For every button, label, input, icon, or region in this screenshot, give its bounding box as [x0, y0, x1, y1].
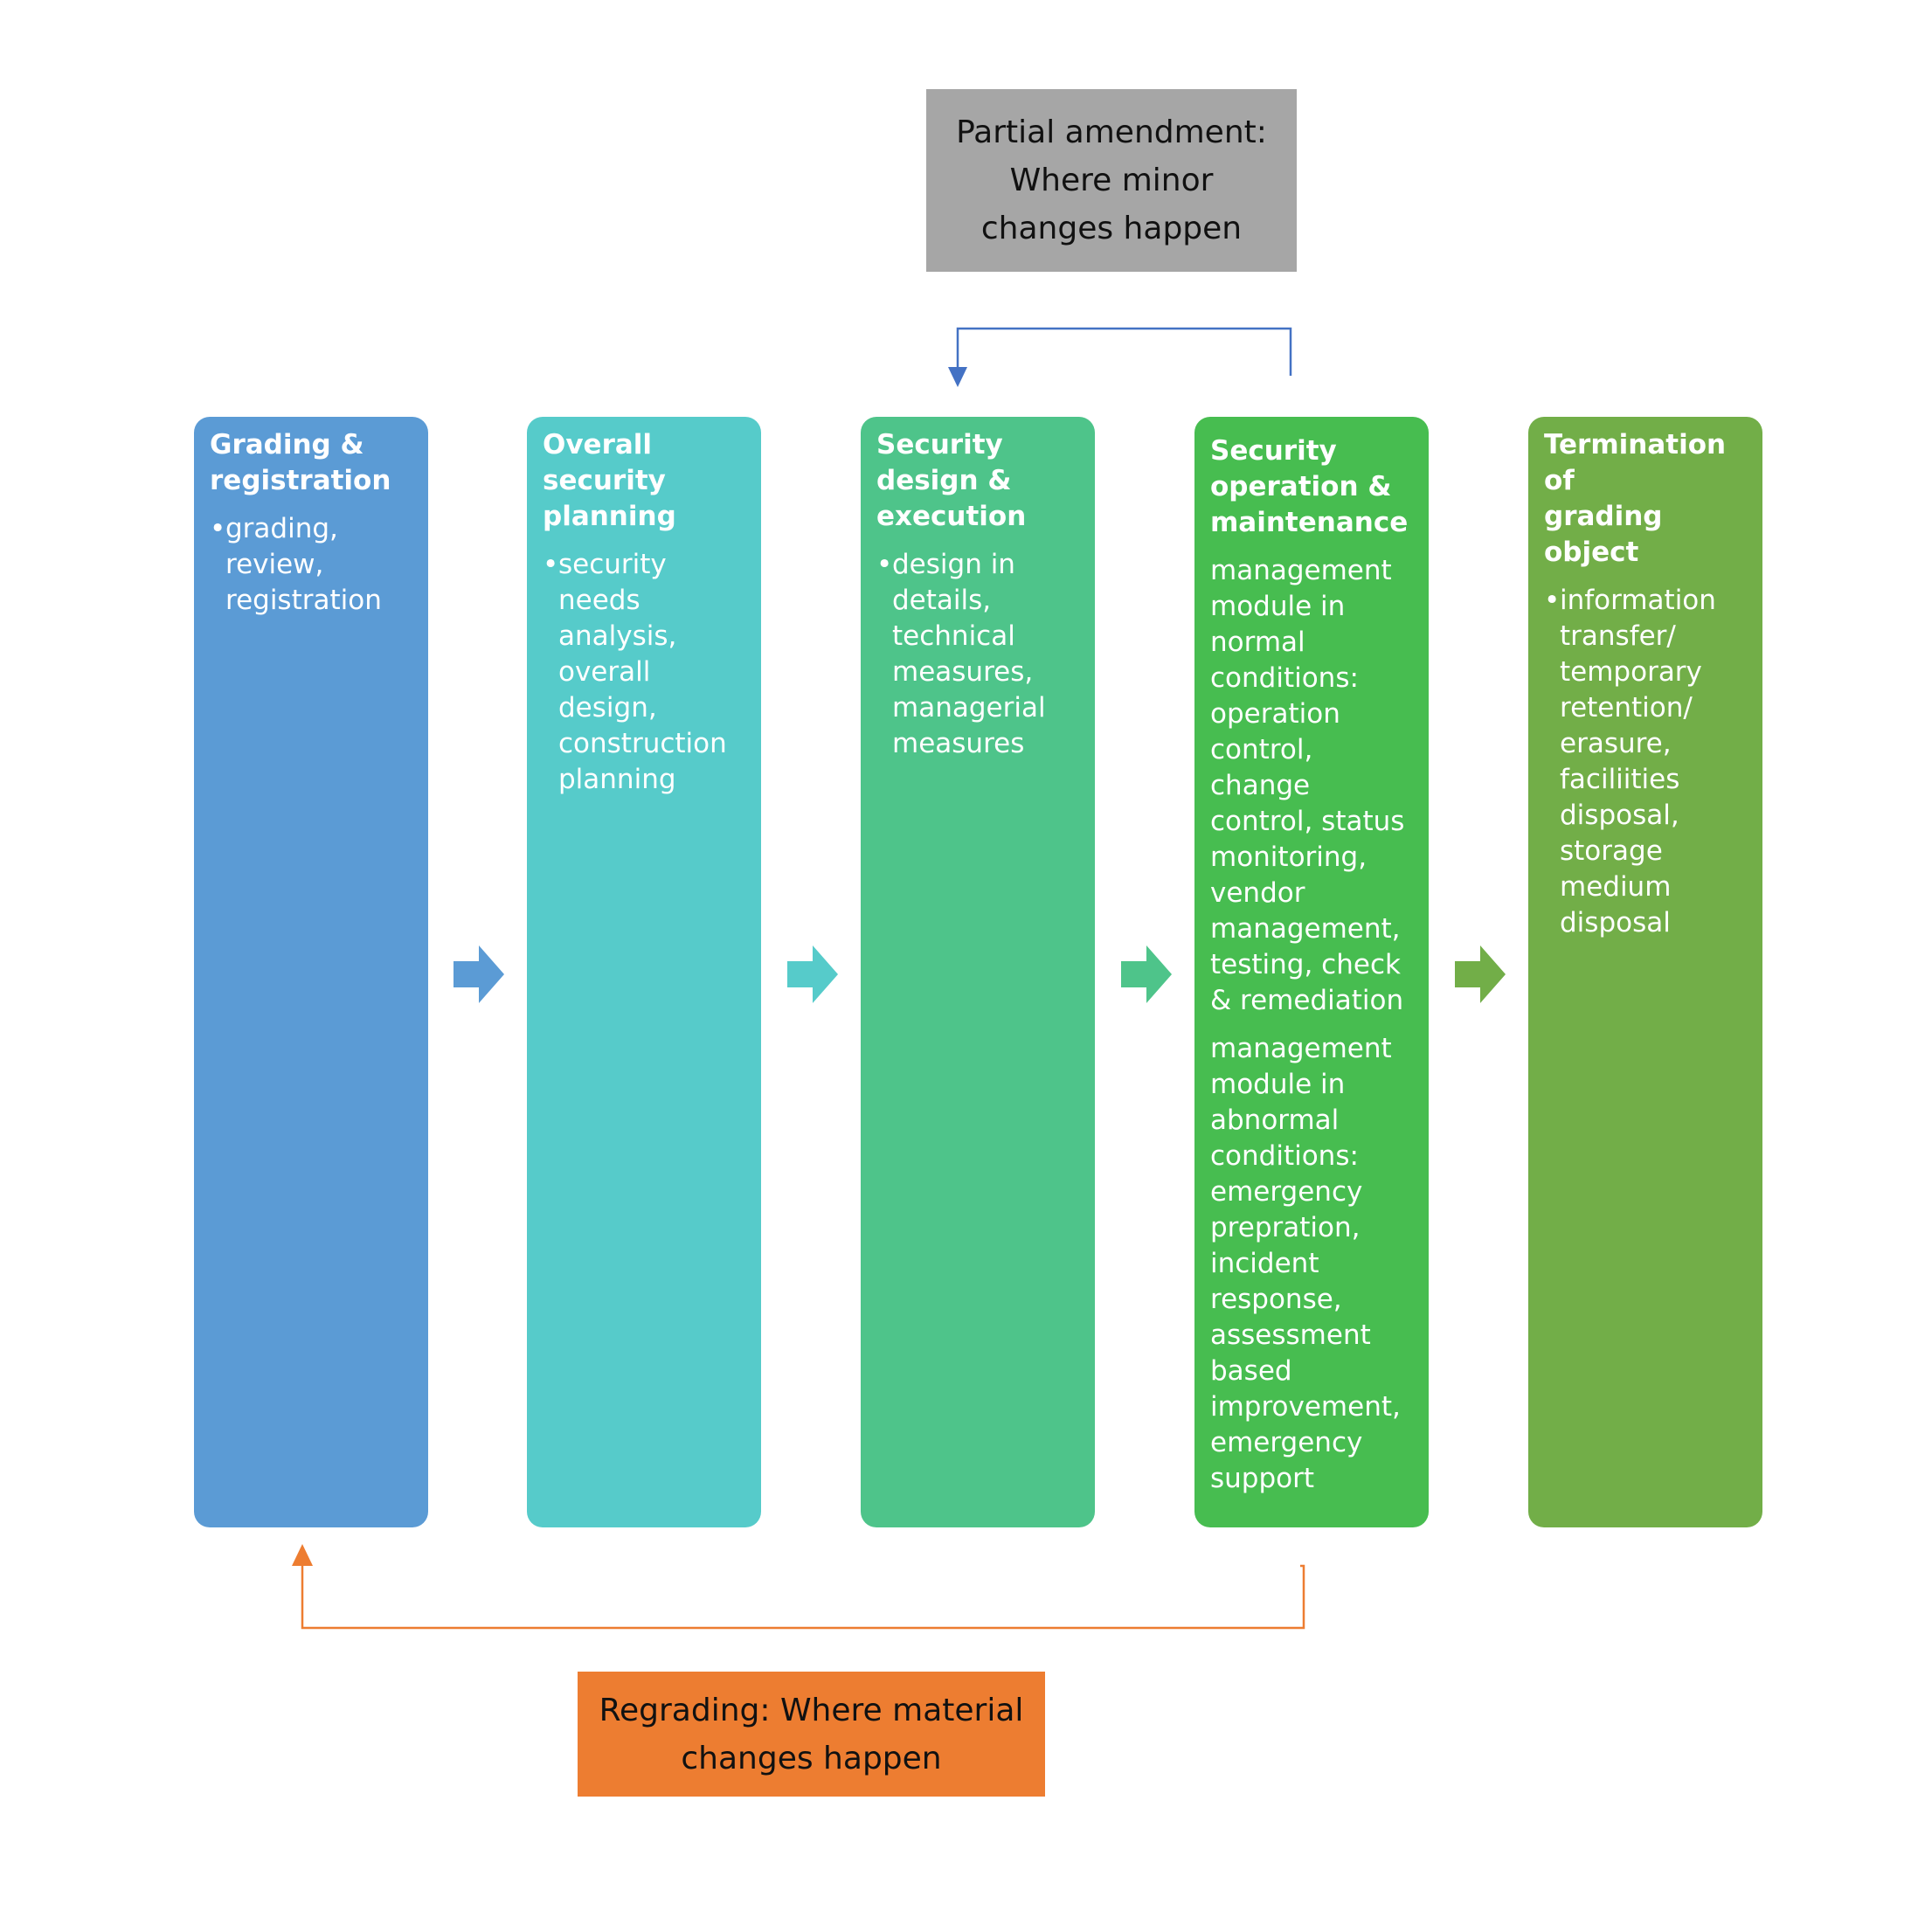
- stage-title: Termination of grading object: [1544, 429, 1727, 568]
- stage-title: Grading & registration: [210, 429, 391, 496]
- stage-title: Overall security planning: [543, 429, 676, 532]
- stage-security-operation-maintenance: Security operation & maintenance managem…: [1194, 417, 1429, 1527]
- stage-security-design-execution: Security design & execution design in de…: [861, 417, 1095, 1527]
- partial-amendment-loop-line: [956, 327, 1292, 376]
- stage-item: grading, review, registration: [210, 511, 419, 619]
- stage-termination-grading-object: Termination of grading object informatio…: [1528, 417, 1762, 1527]
- partial-amendment-arrowhead: [948, 367, 967, 387]
- stage-overall-security-planning: Overall security planning security needs…: [527, 417, 761, 1527]
- stage-item-list: information transfer/ temporary retentio…: [1544, 583, 1754, 941]
- stage-item-list: grading, review, registration: [210, 511, 419, 619]
- regrading-label: Regrading: Where material changes happen: [599, 1692, 1024, 1776]
- flow-arrow-4: [1455, 945, 1506, 1003]
- stage-item: management module in abnormal conditions…: [1210, 1033, 1401, 1494]
- stage-title: Security operation & maintenance: [1210, 435, 1409, 538]
- flow-arrow-1: [454, 945, 504, 1003]
- stage-item-list: design in details, technical measures, m…: [876, 547, 1086, 762]
- stage-item-list: security needs analysis, overall design,…: [543, 547, 752, 798]
- stage-title: Security design & execution: [876, 429, 1027, 532]
- stage-item-list: management module in normal conditions: …: [1210, 553, 1420, 1497]
- stage-item: information transfer/ temporary retentio…: [1544, 583, 1754, 941]
- stage-item: security needs analysis, overall design,…: [543, 547, 752, 798]
- partial-amendment-box: Partial amendment: Where minor changes h…: [926, 89, 1297, 272]
- stage-grading-registration: Grading & registration grading, review, …: [194, 417, 428, 1527]
- stage-item: management module in normal conditions: …: [1210, 555, 1405, 1016]
- flow-arrow-2: [787, 945, 838, 1003]
- regrading-loop-line: [301, 1560, 1305, 1630]
- partial-amendment-label: Partial amendment: Where minor changes h…: [956, 114, 1267, 246]
- flow-arrow-3: [1121, 945, 1172, 1003]
- stage-item: design in details, technical measures, m…: [876, 547, 1086, 762]
- regrading-box: Regrading: Where material changes happen: [578, 1672, 1045, 1797]
- regrading-arrowhead: [292, 1544, 313, 1566]
